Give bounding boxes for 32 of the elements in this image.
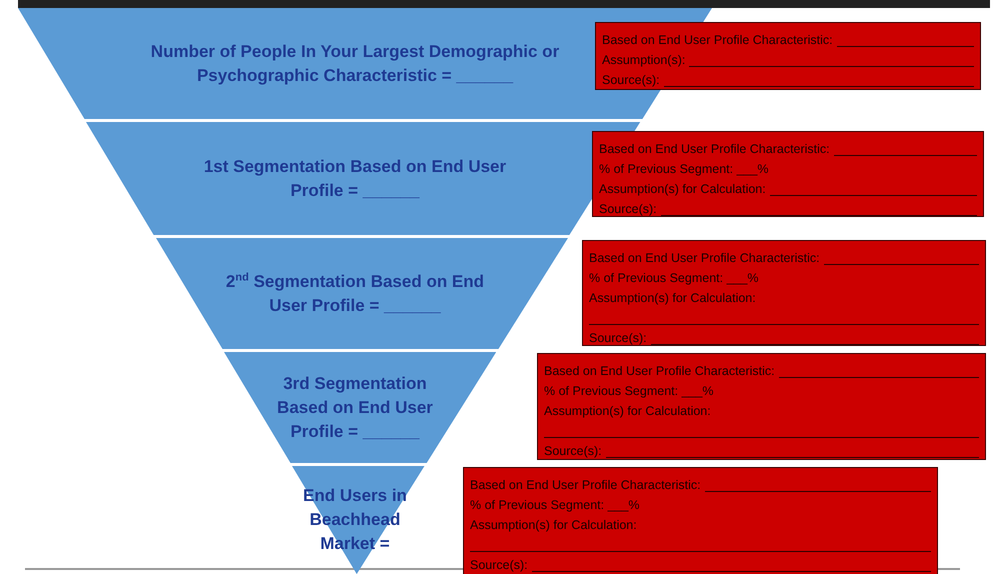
field-label: Source(s):: [602, 73, 660, 87]
note-card: [537, 353, 986, 460]
field-label: % of Previous Segment: ___%: [470, 498, 640, 512]
field-label: Based on End User Profile Characteristic:: [602, 33, 833, 47]
field-label: % of Previous Segment: ___%: [544, 384, 714, 398]
funnel-segment: [156, 238, 568, 349]
note-card: [582, 240, 986, 346]
field-label: Assumption(s) for Calculation:: [589, 291, 756, 305]
note-card: [595, 22, 981, 90]
field-label: Source(s):: [544, 444, 602, 458]
field-label: Assumption(s) for Calculation:: [470, 518, 637, 532]
field-label: Based on End User Profile Characteristic:: [599, 142, 830, 156]
field-label: Source(s):: [599, 202, 657, 216]
field-label: Based on End User Profile Characteristic:: [470, 478, 701, 492]
field-label: Based on End User Profile Characteristic:: [544, 364, 775, 378]
segment-label: Number of People In Your Largest Demographic or Psychographic Characteristic = ______: [150, 40, 560, 87]
funnel-segment: [292, 466, 425, 574]
note-card: [463, 467, 938, 574]
field-label: Assumption(s) for Calculation:: [599, 182, 766, 196]
field-label: Assumption(s):: [602, 53, 686, 67]
segment-label: 2$^{nd}$ Segmentation Based on End User Profile = ______: [224, 270, 485, 316]
segment-label: 1st Segmentation Based on End User Profile = ______: [202, 156, 508, 202]
note-card: [592, 131, 984, 217]
field-label: Assumption(s) for Calculation:: [544, 404, 711, 418]
funnel-segment: [18, 8, 712, 119]
funnel-segment: [224, 352, 496, 463]
field-label: Based on End User Profile Characteristic:: [589, 251, 820, 265]
field-label: % of Previous Segment: ___%: [589, 271, 759, 285]
field-label: Source(s):: [470, 558, 528, 572]
segment-label: 3rd Segmentation Based on End User Profile = ______: [276, 372, 434, 442]
field-label: Source(s):: [589, 331, 647, 345]
field-label: % of Previous Segment: ___%: [599, 162, 769, 176]
